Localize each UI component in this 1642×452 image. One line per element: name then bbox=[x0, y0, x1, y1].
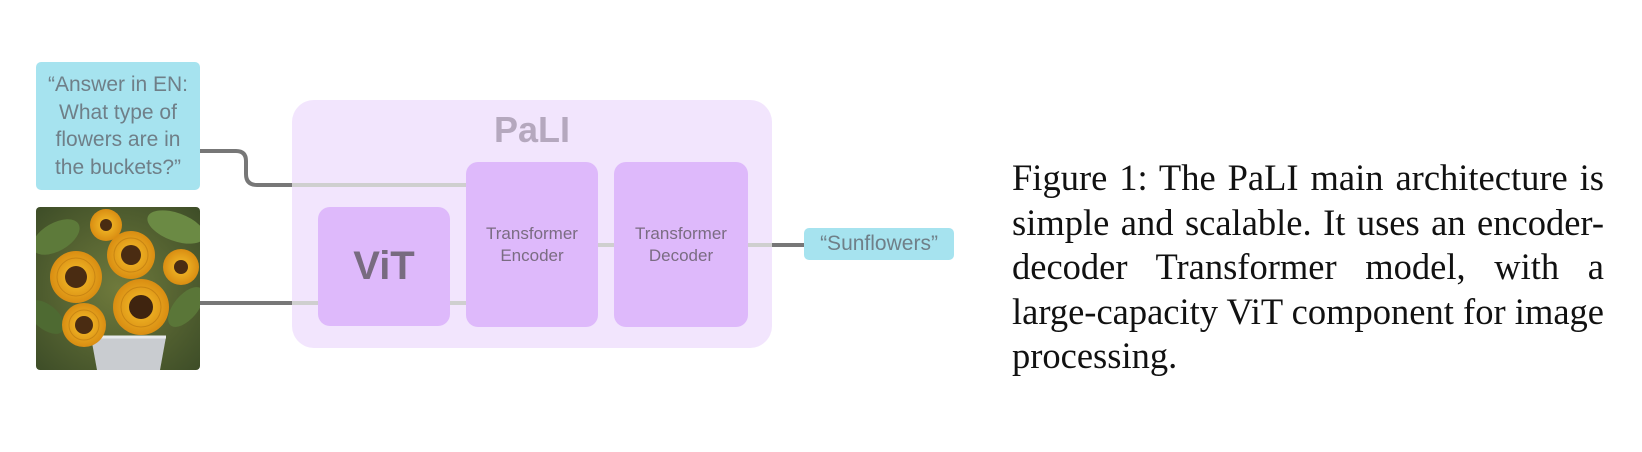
text-input-box: “Answer in EN: What type of flowers are … bbox=[36, 62, 200, 190]
vit-block: ViT bbox=[318, 207, 450, 326]
encoder-label: Transformer Encoder bbox=[486, 223, 578, 265]
output-text-box: “Sunflowers” bbox=[804, 228, 954, 260]
sunflower-photo-illustration bbox=[36, 207, 200, 370]
transformer-decoder-block: Transformer Decoder bbox=[614, 162, 748, 327]
pali-title: PaLI bbox=[493, 109, 571, 150]
vit-label: ViT bbox=[353, 244, 415, 288]
pali-architecture-diagram: PaLI “Answer in EN: What type of flowers… bbox=[36, 62, 954, 370]
transformer-encoder-block: Transformer Encoder bbox=[466, 162, 598, 327]
decoder-label: Transformer Decoder bbox=[635, 223, 727, 265]
sunflower-image bbox=[36, 207, 200, 370]
text-input-connector bbox=[200, 149, 292, 187]
text-input-label: “Answer in EN: What type of flowers are … bbox=[47, 73, 189, 179]
figure-caption: Figure 1: The PaLI main architecture is … bbox=[1012, 157, 1604, 376]
output-label: “Sunflowers” bbox=[820, 232, 938, 255]
